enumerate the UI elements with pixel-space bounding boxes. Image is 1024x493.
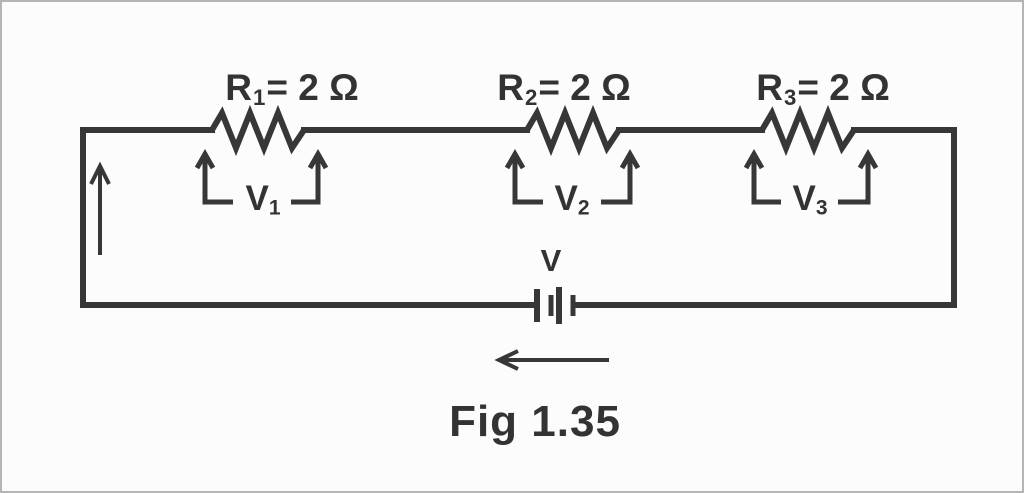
voltage-label-v1: V1 <box>245 181 280 219</box>
bracket-arm-right <box>601 159 633 205</box>
resistor-subscript: 2 <box>524 84 539 110</box>
arrow-up-icon <box>857 148 879 170</box>
bracket-arm-right <box>838 159 871 205</box>
resistor-symbols <box>209 104 857 157</box>
figure-caption: Fig 1.35 <box>449 400 621 444</box>
voltage-label-v3: V3 <box>792 181 827 219</box>
circuit-wires <box>80 127 957 308</box>
voltage-bracket-v2 <box>504 148 641 205</box>
caption-text: Fig 1.35 <box>449 397 621 446</box>
arrow-up-icon <box>504 148 526 170</box>
resistor-label-r2: R2= 2 Ω <box>497 69 631 109</box>
current-arrows <box>89 161 609 371</box>
battery-icon <box>534 287 576 324</box>
battery-symbol-text: V <box>540 243 562 278</box>
voltage-bracket-v1 <box>194 148 329 205</box>
arrow-up-icon <box>619 148 641 170</box>
bracket-arm-left <box>202 159 233 205</box>
resistor-subscript: 3 <box>783 84 798 110</box>
voltage-symbol: V <box>792 179 816 218</box>
resistor-zigzag-icon-r2 <box>524 104 622 157</box>
voltage-subscript: 3 <box>815 196 828 220</box>
current-arrow-up-icon <box>89 161 111 255</box>
voltage-symbol: V <box>245 179 269 218</box>
bracket-arm-left <box>512 159 543 205</box>
resistor-zigzag-icon-r3 <box>759 104 857 157</box>
battery-label: V <box>541 245 562 276</box>
voltage-bracket-v3 <box>743 148 879 205</box>
arrow-head <box>494 349 519 371</box>
arrow-head <box>89 161 111 185</box>
voltage-subscript: 1 <box>268 196 281 220</box>
resistor-label-r3: R3= 2 Ω <box>756 69 890 109</box>
resistor-label-r1: R1= 2 Ω <box>225 69 359 109</box>
current-arrow-left-icon <box>494 349 609 371</box>
voltage-subscript: 2 <box>577 196 590 220</box>
resistor-value: = 2 Ω <box>797 67 890 108</box>
arrow-up-icon <box>194 148 216 170</box>
wire-right-loop <box>572 127 957 308</box>
resistor-value: = 2 Ω <box>266 67 359 108</box>
resistor-symbol: R <box>225 67 253 108</box>
resistor-subscript: 1 <box>252 84 267 110</box>
voltage-brackets <box>194 148 879 205</box>
voltage-label-v2: V2 <box>554 181 589 219</box>
bracket-arm-right <box>291 159 321 205</box>
wire-left-loop <box>80 127 538 308</box>
arrow-up-icon <box>307 148 329 170</box>
resistor-symbol: R <box>497 67 525 108</box>
resistor-symbol: R <box>756 67 784 108</box>
bracket-arm-left <box>751 159 781 205</box>
voltage-symbol: V <box>554 179 578 218</box>
resistor-zigzag-icon-r1 <box>209 104 307 157</box>
resistor-value: = 2 Ω <box>538 67 631 108</box>
arrow-up-icon <box>743 148 765 170</box>
